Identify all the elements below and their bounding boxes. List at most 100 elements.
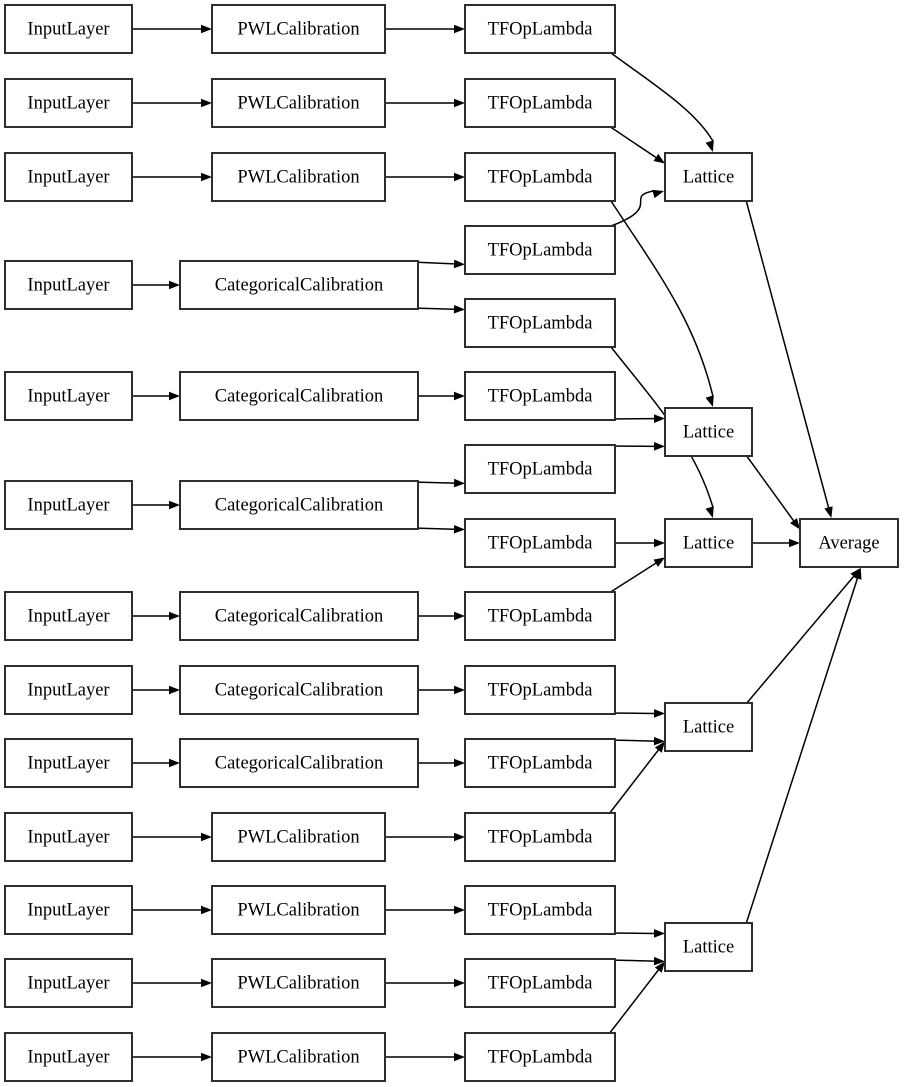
arrowhead-in12-to-cal12 (201, 978, 212, 988)
node-box[interactable] (4, 78, 133, 128)
node-tfop-lambda-tf2[interactable]: TFOpLambda (464, 78, 616, 128)
node-box[interactable] (4, 1032, 133, 1082)
node-tfop-lambda-tf6[interactable]: TFOpLambda (464, 371, 616, 421)
node-categorical-calibration-cal4[interactable]: CategoricalCalibration (179, 260, 419, 310)
node-box[interactable] (179, 591, 419, 641)
node-box[interactable] (179, 738, 419, 788)
node-pwlcalibration-cal11[interactable]: PWLCalibration (211, 885, 386, 935)
node-categorical-calibration-cal8[interactable]: CategoricalCalibration (179, 665, 419, 715)
node-pwlcalibration-cal12[interactable]: PWLCalibration (211, 958, 386, 1008)
node-box[interactable] (4, 4, 133, 54)
node-box[interactable] (179, 260, 419, 310)
node-box[interactable] (4, 885, 133, 935)
node-input-layer-in5[interactable]: InputLayer (4, 371, 133, 421)
node-lattice-lat3[interactable]: Lattice (664, 518, 753, 568)
node-box[interactable] (464, 591, 616, 641)
node-box[interactable] (464, 444, 616, 494)
node-tfop-lambda-tf3[interactable]: TFOpLambda (464, 152, 616, 202)
node-input-layer-in13[interactable]: InputLayer (4, 1032, 133, 1082)
node-box[interactable] (464, 738, 616, 788)
node-box[interactable] (211, 4, 386, 54)
node-box[interactable] (799, 518, 899, 568)
node-box[interactable] (664, 407, 753, 457)
node-box[interactable] (4, 480, 133, 530)
node-box[interactable] (664, 152, 753, 202)
node-box[interactable] (211, 812, 386, 862)
node-input-layer-in12[interactable]: InputLayer (4, 958, 133, 1008)
node-input-layer-in11[interactable]: InputLayer (4, 885, 133, 935)
node-box[interactable] (464, 152, 616, 202)
arrowhead-tf7-to-lat2 (653, 442, 665, 451)
node-lattice-lat4[interactable]: Lattice (664, 702, 753, 752)
node-tfop-lambda-tf9[interactable]: TFOpLambda (464, 591, 616, 641)
node-input-layer-in10[interactable]: InputLayer (4, 812, 133, 862)
node-tfop-lambda-tf10[interactable]: TFOpLambda (464, 665, 616, 715)
node-box[interactable] (464, 371, 616, 421)
node-categorical-calibration-cal6[interactable]: CategoricalCalibration (179, 480, 419, 530)
node-tfop-lambda-tf11[interactable]: TFOpLambda (464, 738, 616, 788)
node-pwlcalibration-cal2[interactable]: PWLCalibration (211, 78, 386, 128)
node-box[interactable] (464, 298, 616, 348)
node-average-avg[interactable]: Average (799, 518, 899, 568)
node-tfop-lambda-tf8[interactable]: TFOpLambda (464, 518, 616, 568)
node-input-layer-in9[interactable]: InputLayer (4, 738, 133, 788)
node-box[interactable] (464, 958, 616, 1008)
node-box[interactable] (464, 812, 616, 862)
node-box[interactable] (664, 702, 753, 752)
node-box[interactable] (664, 922, 753, 972)
node-input-layer-in2[interactable]: InputLayer (4, 78, 133, 128)
node-input-layer-in4[interactable]: InputLayer (4, 260, 133, 310)
node-box[interactable] (464, 78, 616, 128)
node-box[interactable] (4, 738, 133, 788)
node-box[interactable] (664, 518, 753, 568)
node-input-layer-in1[interactable]: InputLayer (4, 4, 133, 54)
node-box[interactable] (4, 152, 133, 202)
node-pwlcalibration-cal13[interactable]: PWLCalibration (211, 1032, 386, 1082)
node-box[interactable] (4, 665, 133, 715)
node-categorical-calibration-cal9[interactable]: CategoricalCalibration (179, 738, 419, 788)
node-box[interactable] (4, 591, 133, 641)
node-tfop-lambda-tf1[interactable]: TFOpLambda (464, 4, 616, 54)
node-box[interactable] (4, 958, 133, 1008)
node-box[interactable] (464, 665, 616, 715)
node-categorical-calibration-cal7[interactable]: CategoricalCalibration (179, 591, 419, 641)
node-box[interactable] (211, 152, 386, 202)
node-box[interactable] (179, 480, 419, 530)
node-box[interactable] (464, 518, 616, 568)
node-tfop-lambda-tf12[interactable]: TFOpLambda (464, 812, 616, 862)
node-box[interactable] (464, 225, 616, 275)
node-tfop-lambda-tf7[interactable]: TFOpLambda (464, 444, 616, 494)
arrowhead-in9-to-cal9 (169, 758, 180, 768)
node-lattice-lat2[interactable]: Lattice (664, 407, 753, 457)
node-categorical-calibration-cal5[interactable]: CategoricalCalibration (179, 371, 419, 421)
node-lattice-lat5[interactable]: Lattice (664, 922, 753, 972)
arrowhead-tf14-to-lat5 (653, 956, 665, 966)
node-box[interactable] (464, 4, 616, 54)
arrowhead-in3-to-cal3 (201, 172, 212, 182)
node-tfop-lambda-tf4[interactable]: TFOpLambda (464, 225, 616, 275)
node-box[interactable] (211, 1032, 386, 1082)
node-input-layer-in8[interactable]: InputLayer (4, 665, 133, 715)
node-tfop-lambda-tf13[interactable]: TFOpLambda (464, 885, 616, 935)
node-box[interactable] (4, 371, 133, 421)
node-box[interactable] (211, 78, 386, 128)
node-tfop-lambda-tf5[interactable]: TFOpLambda (464, 298, 616, 348)
node-box[interactable] (464, 1032, 616, 1082)
node-box[interactable] (464, 885, 616, 935)
edge-tf14-to-lat5 (608, 959, 655, 962)
node-box[interactable] (4, 812, 133, 862)
node-pwlcalibration-cal3[interactable]: PWLCalibration (211, 152, 386, 202)
node-box[interactable] (211, 958, 386, 1008)
node-lattice-lat1[interactable]: Lattice (664, 152, 753, 202)
node-pwlcalibration-cal10[interactable]: PWLCalibration (211, 812, 386, 862)
node-box[interactable] (179, 665, 419, 715)
node-box[interactable] (4, 260, 133, 310)
node-input-layer-in3[interactable]: InputLayer (4, 152, 133, 202)
node-box[interactable] (179, 371, 419, 421)
node-pwlcalibration-cal1[interactable]: PWLCalibration (211, 4, 386, 54)
node-box[interactable] (211, 885, 386, 935)
node-input-layer-in7[interactable]: InputLayer (4, 591, 133, 641)
node-tfop-lambda-tf15[interactable]: TFOpLambda (464, 1032, 616, 1082)
node-tfop-lambda-tf14[interactable]: TFOpLambda (464, 958, 616, 1008)
node-input-layer-in6[interactable]: InputLayer (4, 480, 133, 530)
